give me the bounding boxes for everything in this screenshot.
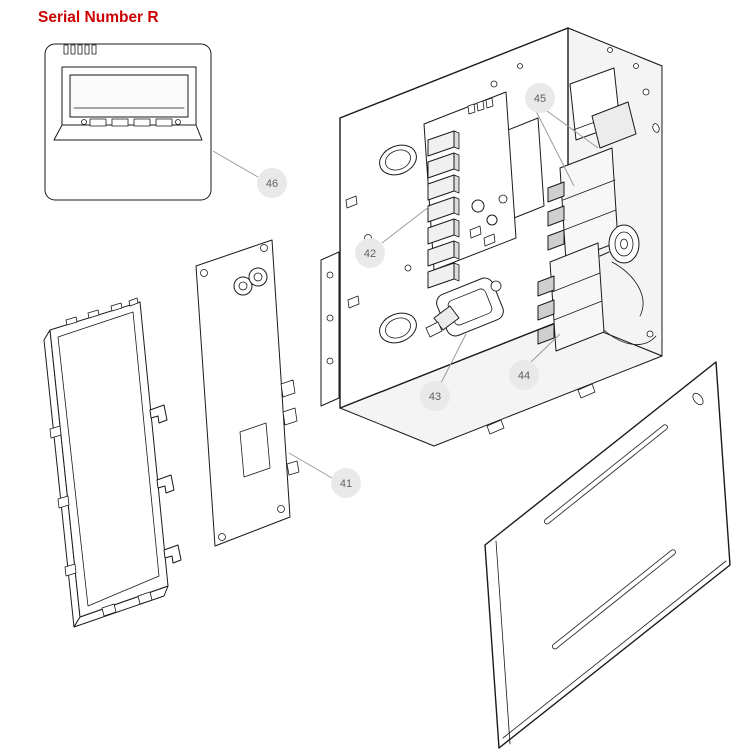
front-cover-panel	[43, 297, 182, 628]
leader-lines	[212, 110, 599, 479]
callout-42: 42	[355, 238, 385, 268]
board-label-area	[239, 422, 271, 478]
display-buttons	[81, 118, 181, 127]
board-components	[467, 97, 508, 247]
cable-knockout-upper	[379, 144, 417, 176]
svg-text:46: 46	[266, 178, 278, 190]
cover-mounting-hole	[692, 392, 704, 406]
svg-text:44: 44	[518, 370, 530, 382]
cover-top-tabs	[65, 297, 139, 326]
cover-snap-clips	[149, 404, 182, 564]
back-panel-slots	[345, 195, 360, 309]
cover-feet	[101, 591, 153, 617]
display-unit	[44, 43, 212, 201]
page-title: Serial Number R	[38, 9, 159, 26]
rear-cover-panel	[484, 361, 731, 749]
enclosure-bottom-tabs	[486, 383, 596, 435]
board-edge-connectors	[280, 379, 300, 476]
display-screen	[69, 74, 189, 118]
callout-44: 44	[509, 360, 539, 390]
relay-stack	[427, 130, 460, 289]
cable-knockout-lower	[379, 312, 417, 344]
svg-text:45: 45	[534, 93, 546, 105]
main-enclosure	[320, 27, 663, 447]
cover-side-tabs	[49, 425, 77, 577]
svg-text:43: 43	[429, 391, 441, 403]
callout-41: 41	[331, 468, 361, 498]
board-mounting-holes	[200, 244, 285, 541]
callout-46: 46	[257, 168, 287, 198]
vent-slot-upper	[544, 424, 668, 525]
angle-bracket	[591, 101, 637, 149]
connector-assembly	[425, 277, 504, 338]
display-connector-pins	[63, 44, 97, 55]
board-round-components	[233, 267, 268, 296]
enclosure-screw-holes	[364, 47, 660, 338]
svg-text:42: 42	[364, 248, 376, 260]
control-circuit-board	[195, 239, 300, 547]
relay-board	[423, 91, 517, 289]
pressure-gauge	[599, 224, 644, 317]
vent-slot-lower	[552, 549, 676, 650]
callout-43: 43	[420, 381, 450, 411]
callout-45: 45	[525, 83, 555, 113]
terminal-block-lower	[537, 242, 657, 352]
enclosure-left-flange	[320, 251, 340, 407]
callouts: 46 42 45 43 44 41	[257, 83, 555, 498]
svg-text:41: 41	[340, 478, 352, 490]
